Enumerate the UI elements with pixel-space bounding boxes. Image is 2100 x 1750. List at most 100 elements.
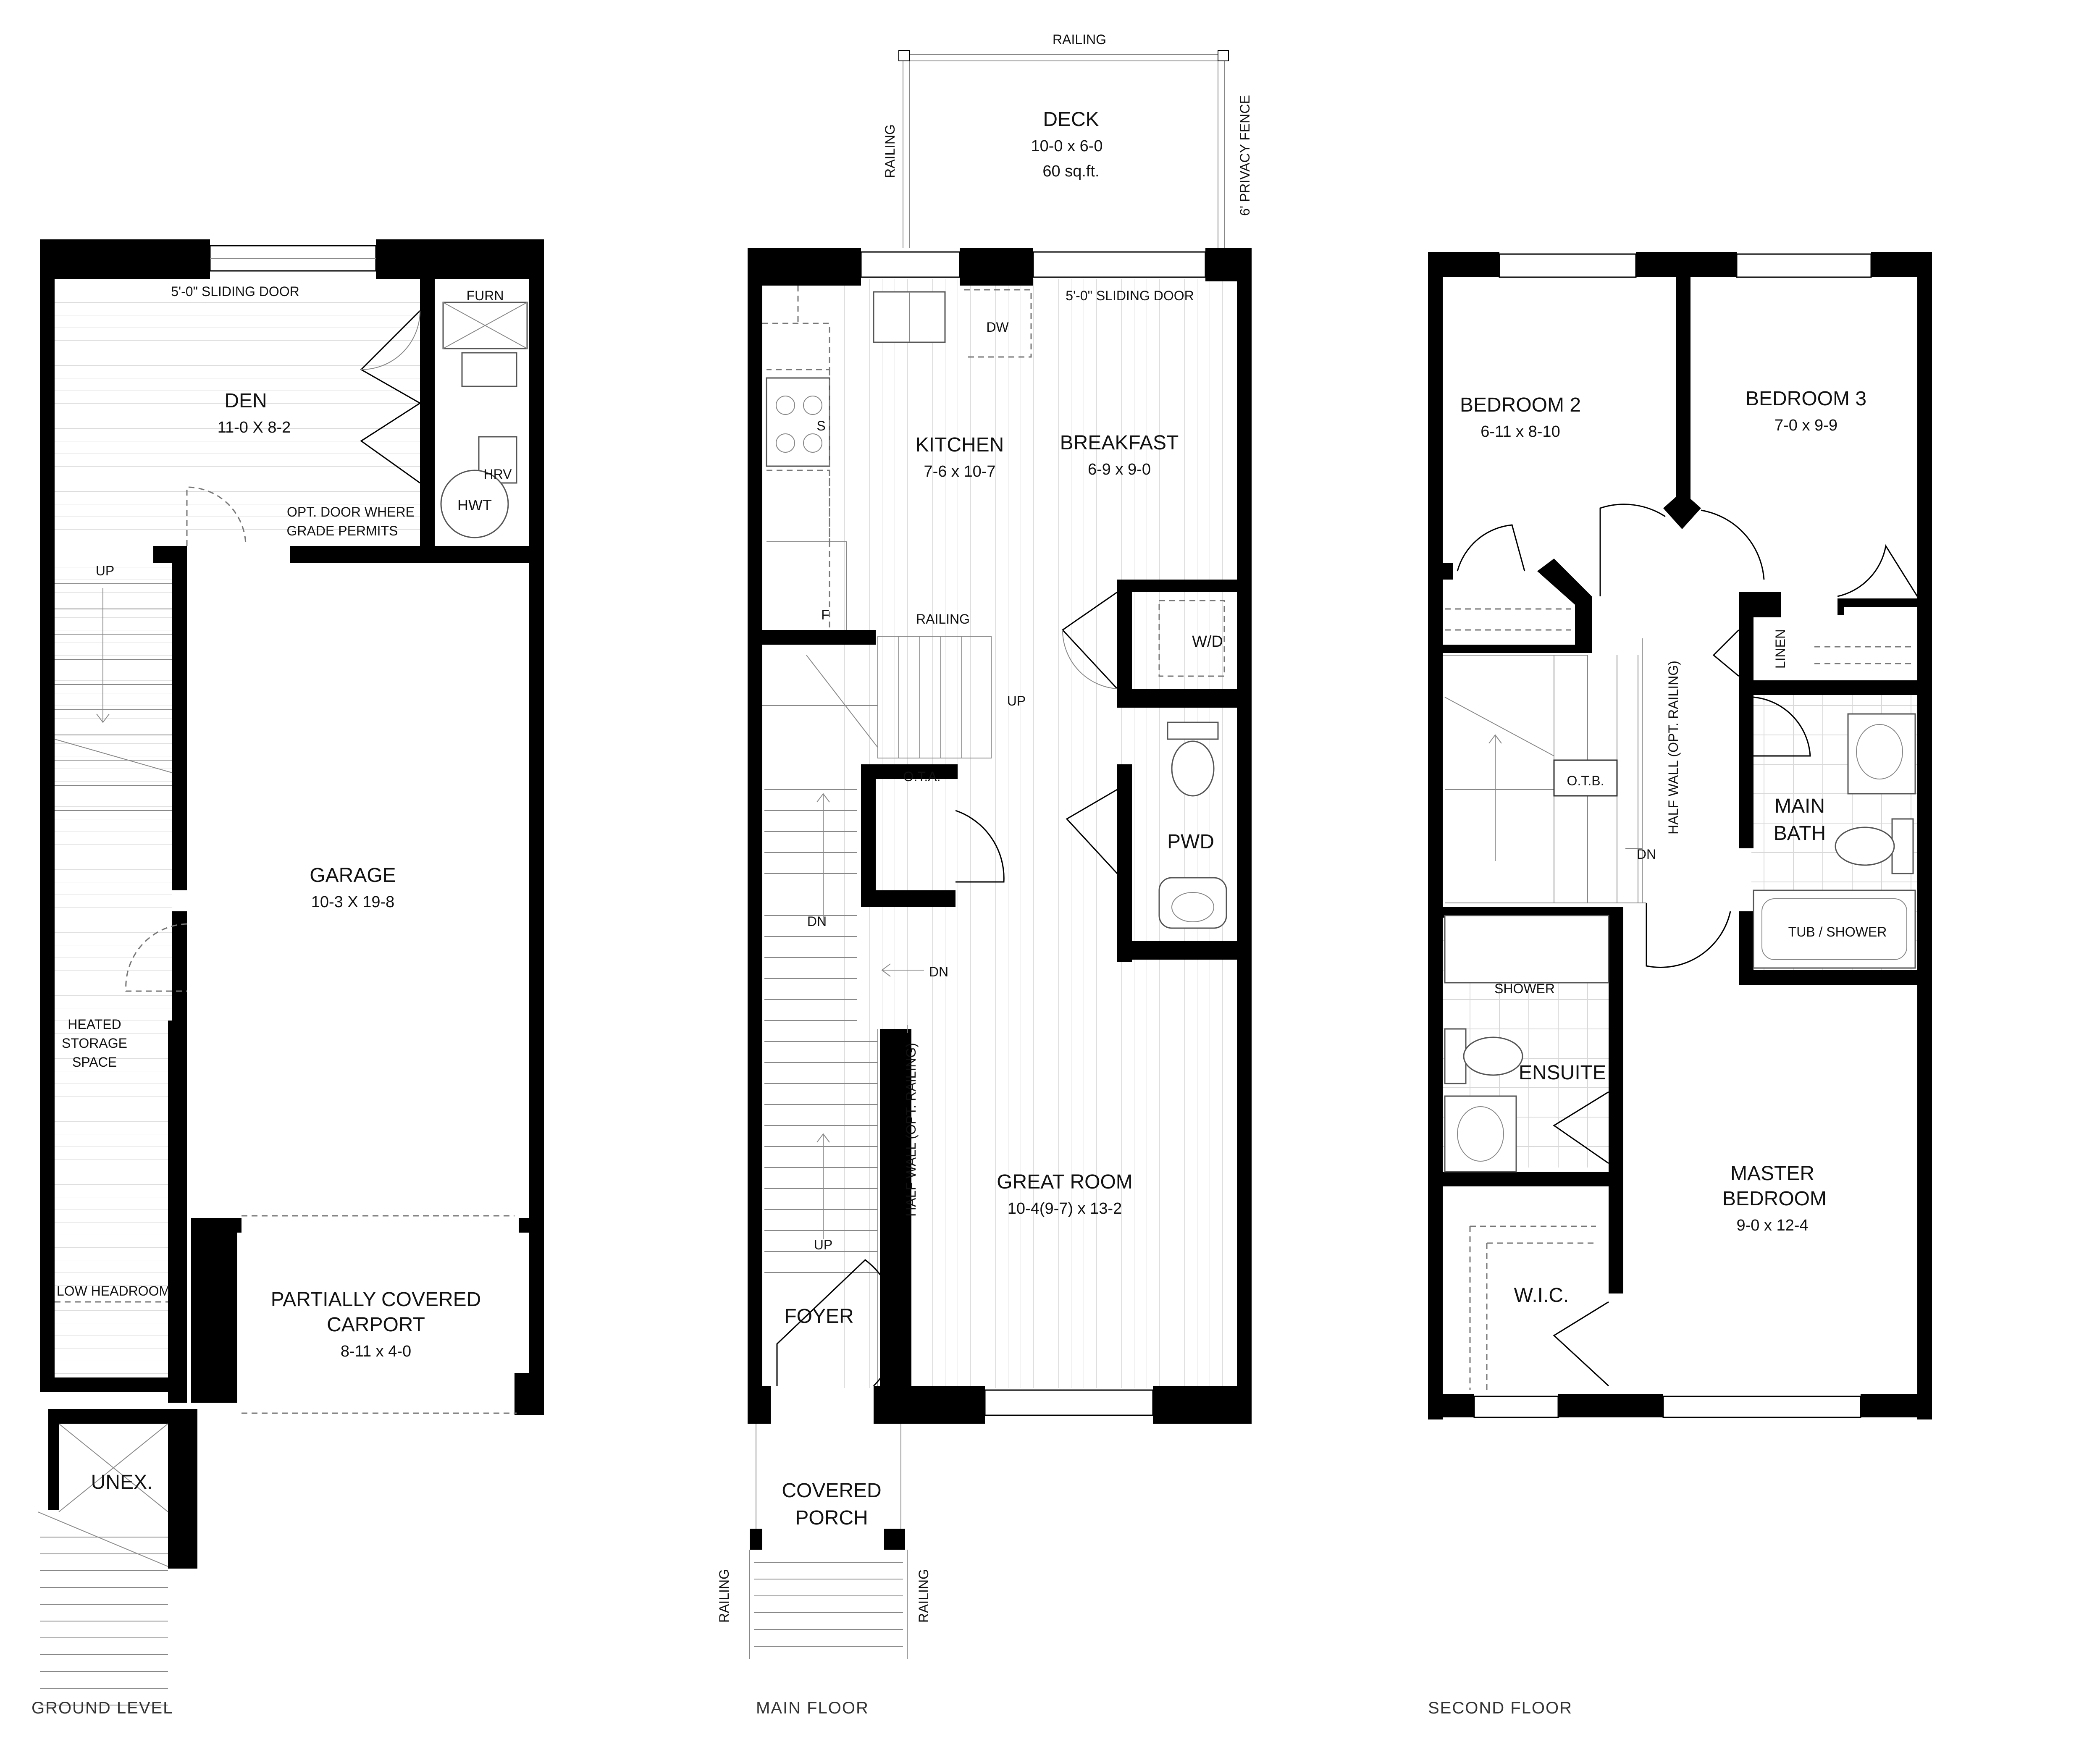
wall bbox=[762, 630, 876, 645]
wall bbox=[880, 1029, 911, 1398]
master-name-2: BEDROOM bbox=[1722, 1188, 1827, 1210]
great-room-name: GREAT ROOM bbox=[997, 1171, 1133, 1193]
den-sliding-door-label: 5'-0" SLIDING DOOR bbox=[171, 284, 299, 299]
main-bath-name-2: BATH bbox=[1774, 822, 1826, 845]
deck-name: DECK bbox=[1043, 108, 1099, 131]
bedroom-2-dim: 6-11 x 8-10 bbox=[1480, 423, 1560, 441]
bedroom-2-name: BEDROOM 2 bbox=[1460, 394, 1581, 416]
ground-level: 5'-0" SLIDING DOOR FURN HRV HWT DEN 11-0… bbox=[32, 239, 544, 1717]
ensuite-name: ENSUITE bbox=[1519, 1062, 1606, 1084]
wall bbox=[168, 1409, 197, 1569]
toilet-tank bbox=[1167, 722, 1219, 740]
wall bbox=[290, 546, 544, 563]
wall bbox=[1838, 598, 1844, 615]
window bbox=[1499, 253, 1637, 278]
deck-railing-left-label: RAILING bbox=[882, 124, 898, 178]
stove-label: S bbox=[816, 418, 825, 433]
wall bbox=[1443, 1172, 1611, 1186]
breakfast-dim: 6-9 x 9-0 bbox=[1088, 461, 1151, 478]
garage-name: GARAGE bbox=[310, 864, 396, 887]
wall bbox=[48, 1409, 59, 1510]
wall bbox=[1739, 680, 1932, 695]
wall bbox=[1917, 252, 1932, 1419]
wall bbox=[861, 764, 876, 903]
wall bbox=[1739, 680, 1754, 848]
linen-label: LINEN bbox=[1773, 629, 1788, 669]
furnace-label: FURN bbox=[467, 288, 504, 303]
ground-exterior-stairs bbox=[37, 1511, 168, 1705]
wall bbox=[1663, 491, 1701, 529]
carport-name-1: PARTIALLY COVERED bbox=[271, 1288, 481, 1311]
sliding-door bbox=[1032, 251, 1206, 278]
main-bath-name-1: MAIN bbox=[1774, 795, 1825, 817]
wic-name: W.I.C. bbox=[1514, 1284, 1569, 1307]
main-half-wall-label: HALF WALL (OPT. RAILING) bbox=[903, 1043, 919, 1217]
unex-name: UNEX. bbox=[91, 1471, 153, 1493]
wall bbox=[1443, 563, 1453, 580]
wall bbox=[1558, 1394, 1663, 1417]
wall bbox=[1739, 970, 1932, 985]
wall bbox=[1739, 911, 1754, 985]
opt-door-label-2: GRADE PERMITS bbox=[287, 523, 398, 538]
ota-label: O.T.A. bbox=[903, 769, 941, 784]
wall bbox=[529, 239, 544, 1415]
wall bbox=[40, 239, 210, 279]
deck-dim: 10-0 x 6-0 bbox=[1031, 137, 1102, 155]
wall bbox=[1117, 580, 1132, 689]
garage-dim: 10-3 X 19-8 bbox=[311, 893, 395, 911]
wall bbox=[1861, 1394, 1932, 1417]
wall bbox=[1443, 645, 1590, 653]
ensuite-toilet bbox=[1463, 1036, 1523, 1076]
wall bbox=[191, 1218, 242, 1233]
main-floor-title: MAIN FLOOR bbox=[756, 1699, 869, 1717]
window bbox=[1662, 1396, 1861, 1418]
porch-steps bbox=[749, 1550, 908, 1659]
stair-railing-label: RAILING bbox=[916, 611, 970, 627]
otb-label: O.T.B. bbox=[1567, 773, 1604, 788]
wall bbox=[1117, 580, 1243, 592]
second-floor: BEDROOM 2 6-11 x 8-10 BEDROOM 3 7-0 x 9-… bbox=[1428, 252, 1932, 1717]
porch-post bbox=[750, 1529, 762, 1550]
heated-storage-label-2: STORAGE bbox=[62, 1036, 127, 1051]
wall bbox=[861, 764, 958, 779]
wall bbox=[172, 546, 187, 890]
kitchen-name: KITCHEN bbox=[916, 434, 1004, 456]
porch-railing-left-label: RAILING bbox=[717, 1569, 732, 1623]
washer-dryer-label: W/D bbox=[1192, 633, 1223, 651]
master-name-1: MASTER bbox=[1730, 1162, 1814, 1185]
foyer-name: FOYER bbox=[784, 1305, 853, 1328]
hwt-label: HWT bbox=[457, 496, 492, 514]
fridge-label: F bbox=[821, 607, 830, 622]
wall bbox=[191, 1218, 237, 1403]
ensuite-vanity bbox=[1444, 1095, 1517, 1173]
master-dim: 9-0 x 12-4 bbox=[1736, 1217, 1808, 1234]
wall bbox=[861, 890, 956, 907]
ensuite-toilet-tank bbox=[1444, 1028, 1467, 1084]
main-stair-dn-label-2: DN bbox=[929, 964, 948, 979]
wall bbox=[1739, 592, 1754, 693]
carport-dim: 8-11 x 4-0 bbox=[341, 1343, 411, 1360]
tub-shower-label: TUB / SHOWER bbox=[1788, 924, 1887, 939]
ground-level-title: GROUND LEVEL bbox=[32, 1699, 173, 1717]
wall bbox=[1428, 1394, 1474, 1417]
wall bbox=[420, 279, 435, 548]
porch-railing-right-label: RAILING bbox=[916, 1569, 931, 1623]
pwd-sink bbox=[1158, 877, 1227, 929]
shower bbox=[1444, 915, 1609, 984]
window bbox=[1736, 253, 1872, 278]
wall bbox=[748, 248, 762, 1424]
main-sliding-door-label: 5'-0" SLIDING DOOR bbox=[1066, 288, 1194, 303]
shower-label: SHOWER bbox=[1494, 981, 1555, 996]
main-floor: RAILING RAILING 6' PRIVACY FENCE DECK 10… bbox=[717, 32, 1252, 1717]
wall bbox=[1117, 941, 1243, 960]
main-stair-dn-label-1: DN bbox=[807, 914, 827, 929]
second-floor-title: SECOND FLOOR bbox=[1428, 1699, 1572, 1717]
porch-post bbox=[884, 1529, 905, 1550]
main-bath-vanity bbox=[1847, 713, 1916, 795]
main-stairs bbox=[762, 636, 992, 1386]
bedroom-3-name: BEDROOM 3 bbox=[1746, 388, 1866, 410]
den-dim: 11-0 X 8-2 bbox=[218, 419, 291, 436]
wall bbox=[748, 1386, 771, 1424]
wall bbox=[48, 1409, 183, 1424]
